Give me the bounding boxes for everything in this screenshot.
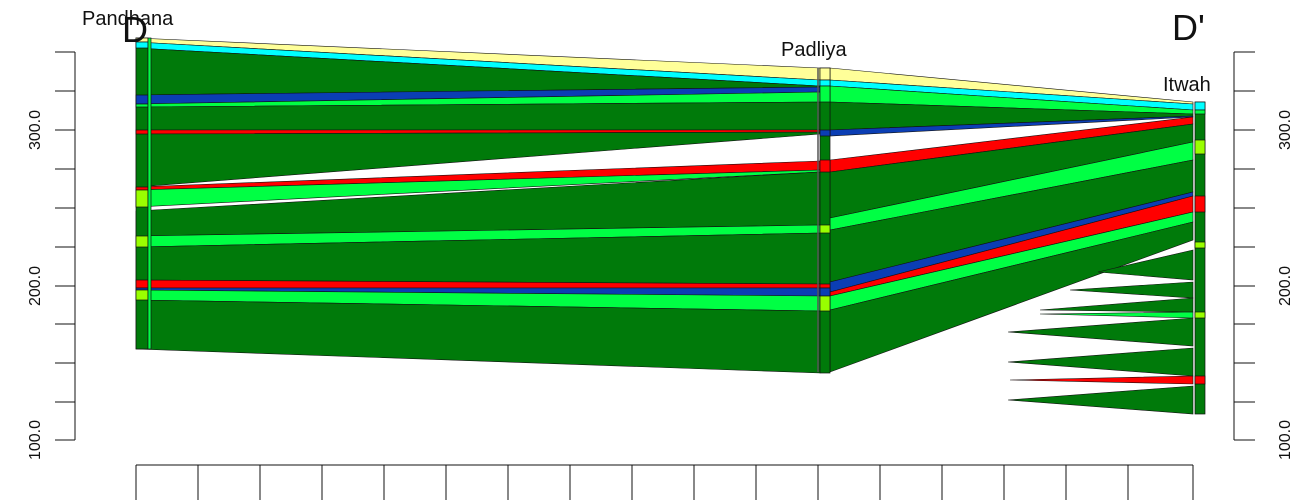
panel-padliya-itwah <box>829 67 1194 415</box>
section-end-label: D' <box>1172 7 1205 48</box>
wedge-red <box>1009 375 1194 385</box>
well-column-pandhana <box>135 37 152 350</box>
wedge-clay <box>1007 317 1194 347</box>
bottom-distance-scale <box>135 464 1194 500</box>
left-tick-200: 200.0 <box>27 266 44 306</box>
well-bar <box>819 67 831 374</box>
well-column-padliya <box>817 67 831 374</box>
well-label-padliya: Padliya <box>781 39 847 61</box>
right-tick-100: 100.0 <box>1277 420 1294 460</box>
well-column-itwah <box>1194 101 1206 415</box>
right-tick-200: 200.0 <box>1277 266 1294 306</box>
layer-clay-6 <box>135 299 821 374</box>
left-tick-300: 300.0 <box>27 110 44 150</box>
left-elevation-axis <box>55 51 76 441</box>
wedge-clay <box>1039 297 1194 313</box>
right-tick-300: 300.0 <box>1277 110 1294 150</box>
wedge-clay <box>1069 281 1194 299</box>
left-tick-100: 100.0 <box>27 420 44 460</box>
wedge-clay <box>1007 347 1194 377</box>
section-start-label: D <box>122 9 148 50</box>
layer-clay-2 <box>135 101 821 131</box>
right-elevation-axis <box>1233 51 1255 441</box>
well-label-itwah: Itwah <box>1163 74 1211 96</box>
wedge-sand <box>1039 311 1194 319</box>
wedge-clay <box>1007 385 1194 415</box>
well-label-pandhana: Pandhana <box>82 8 174 30</box>
wedge-clay <box>1097 249 1194 281</box>
panel-pandhana-padliya <box>135 37 821 374</box>
